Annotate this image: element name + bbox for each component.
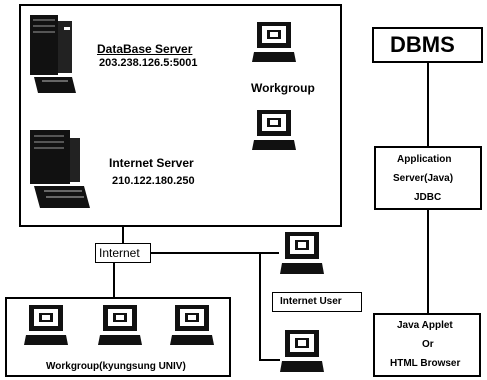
internet-label: Internet <box>99 246 140 260</box>
app-server-line2: Server(Java) <box>393 173 454 184</box>
dbms-box <box>372 27 483 63</box>
workgroup-bottom-label: Workgroup(kyungsung UNIV) <box>46 361 186 372</box>
computer-icon <box>280 232 324 274</box>
db-server-name: DataBase Server <box>97 42 193 56</box>
app-server-box <box>374 146 482 210</box>
computer-icon <box>24 305 68 345</box>
client-line3: HTML Browser <box>390 358 461 369</box>
client-line1: Java Applet <box>397 320 453 331</box>
internet-user-label: Internet User <box>280 296 342 307</box>
computer-icon <box>252 110 296 150</box>
computer-icon <box>252 22 296 62</box>
client-box <box>373 313 481 377</box>
internet-box <box>95 243 151 263</box>
internet-server-address: 210.122.180.250 <box>112 175 195 187</box>
app-server-line1: Application <box>397 154 452 165</box>
computer-icon <box>98 305 142 345</box>
client-line2: Or <box>422 339 434 350</box>
app-server-line3: JDBC <box>414 192 442 203</box>
internet-server-name: Internet Server <box>109 156 194 170</box>
server-tower-icon <box>30 130 90 208</box>
server-tower-icon <box>30 15 76 93</box>
computer-icon <box>280 330 324 372</box>
workgroup-top-label: Workgroup <box>251 81 315 95</box>
computer-icon <box>170 305 214 345</box>
dbms-label: DBMS <box>390 32 455 57</box>
link-internet-to-internet-users <box>151 252 280 361</box>
internet-user-box <box>272 292 362 312</box>
db-server-address: 203.238.126.5:5001 <box>99 57 198 69</box>
